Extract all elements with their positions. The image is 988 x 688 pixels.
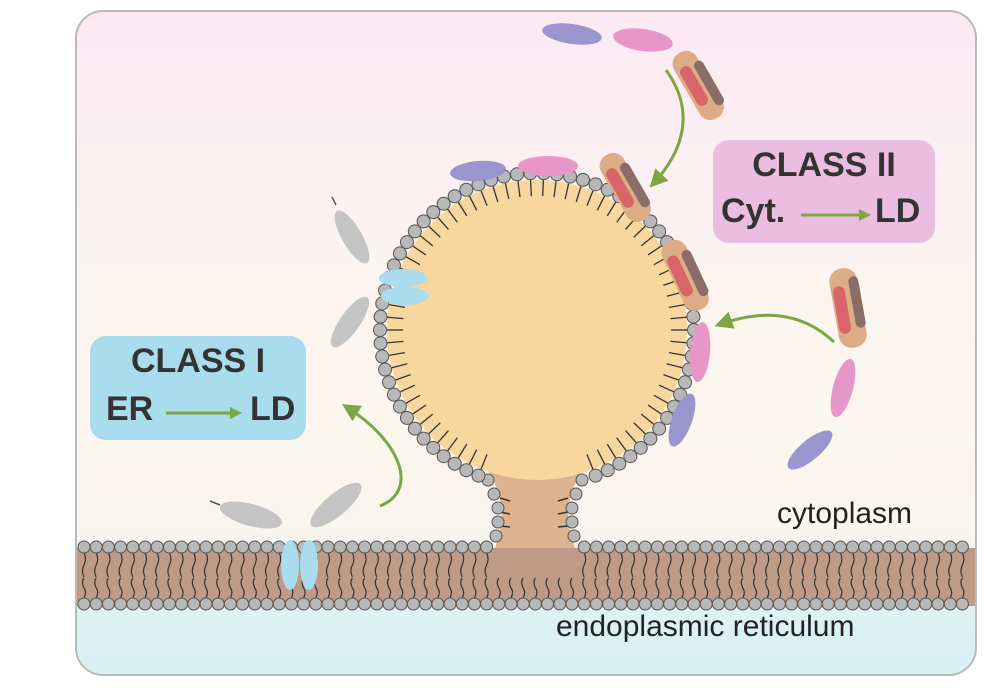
ld-lipid-tails bbox=[387, 180, 687, 470]
neck-heads bbox=[481, 473, 589, 543]
er-lipid-tails bbox=[81, 552, 965, 599]
cytoplasm-label: cytoplasm bbox=[777, 497, 913, 530]
er-membrane bbox=[77, 548, 975, 606]
class-two-to: LD bbox=[875, 192, 921, 230]
class-one-arrow bbox=[166, 407, 242, 419]
class2-protein-cytosol-right bbox=[787, 268, 867, 470]
class2-protein-ld bbox=[450, 152, 711, 447]
ld-neck-tails bbox=[499, 497, 569, 528]
class-one-box: CLASS I ER LD bbox=[90, 336, 306, 440]
class-two-title: CLASS II bbox=[752, 146, 896, 184]
class1-protein-er bbox=[209, 482, 362, 590]
er-heads-bottom bbox=[77, 597, 969, 611]
class-one-to: LD bbox=[250, 390, 296, 428]
lipid-droplet bbox=[387, 180, 687, 480]
class-one-title: CLASS I bbox=[130, 342, 266, 380]
class-two-from: Cyt. bbox=[721, 192, 786, 230]
arrow-class1 bbox=[341, 404, 403, 508]
class-two-arrow bbox=[801, 209, 871, 221]
arrow-class2-top bbox=[649, 69, 685, 188]
class-one-from: ER bbox=[106, 390, 154, 428]
class1-protein-ld bbox=[330, 196, 429, 348]
class2-protein-cytosol-top bbox=[542, 23, 724, 121]
arrow-class2-right bbox=[714, 311, 836, 344]
ld-neck bbox=[488, 470, 582, 548]
er-label: endoplasmic reticulum bbox=[556, 610, 855, 643]
class-two-box: CLASS II Cyt. LD bbox=[713, 140, 935, 243]
